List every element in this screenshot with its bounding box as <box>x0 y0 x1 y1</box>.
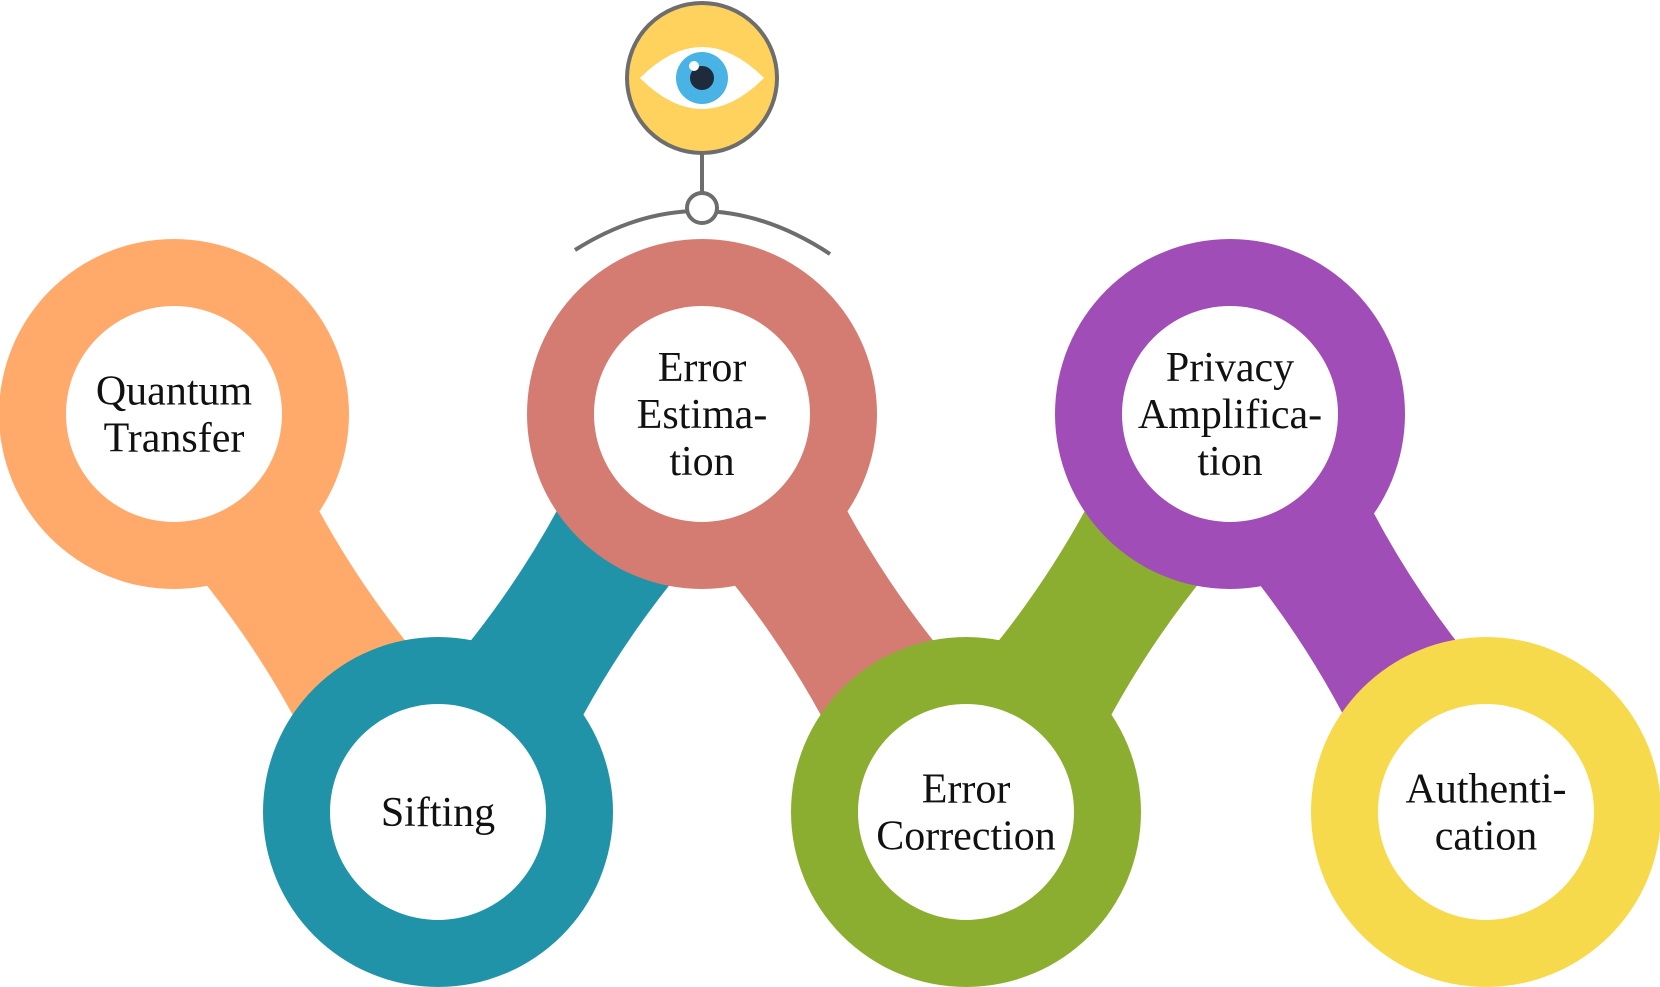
eye-icon <box>625 1 779 155</box>
step-hole-authentication <box>1378 704 1594 920</box>
step-hole-sifting <box>330 704 546 920</box>
step-label-error-correction: Correction <box>876 814 1056 860</box>
step-label-error-correction: Error <box>922 767 1011 813</box>
eye-icon-pupil <box>690 66 714 90</box>
step-hole-privacy-amplification <box>1122 306 1338 522</box>
step-rings-layer: QuantumTransferSiftingErrorEstima-tionEr… <box>0 239 1660 987</box>
step-label-authentication: cation <box>1435 814 1538 860</box>
step-label-privacy-amplification: tion <box>1197 439 1262 485</box>
step-label-sifting: Sifting <box>381 790 495 836</box>
step-sifting: Sifting <box>263 637 613 987</box>
eye-monitor <box>573 1 832 256</box>
step-label-privacy-amplification: Privacy <box>1166 345 1294 391</box>
step-label-error-estimation: Estima- <box>637 392 768 438</box>
step-label-error-estimation: Error <box>658 345 747 391</box>
eye-icon-glint <box>689 61 699 71</box>
step-hole-error-correction <box>858 704 1074 920</box>
step-label-quantum-transfer: Quantum <box>96 369 253 415</box>
step-hole-quantum-transfer <box>66 306 282 522</box>
step-label-error-estimation: tion <box>669 439 734 485</box>
step-label-quantum-transfer: Transfer <box>104 416 245 462</box>
step-label-authentication: Authenti- <box>1406 767 1567 813</box>
step-hole-error-estimation <box>594 306 810 522</box>
monitor-node <box>685 191 719 225</box>
step-authentication: Authenti-cation <box>1311 637 1660 987</box>
step-label-privacy-amplification: Amplifica- <box>1138 392 1322 438</box>
